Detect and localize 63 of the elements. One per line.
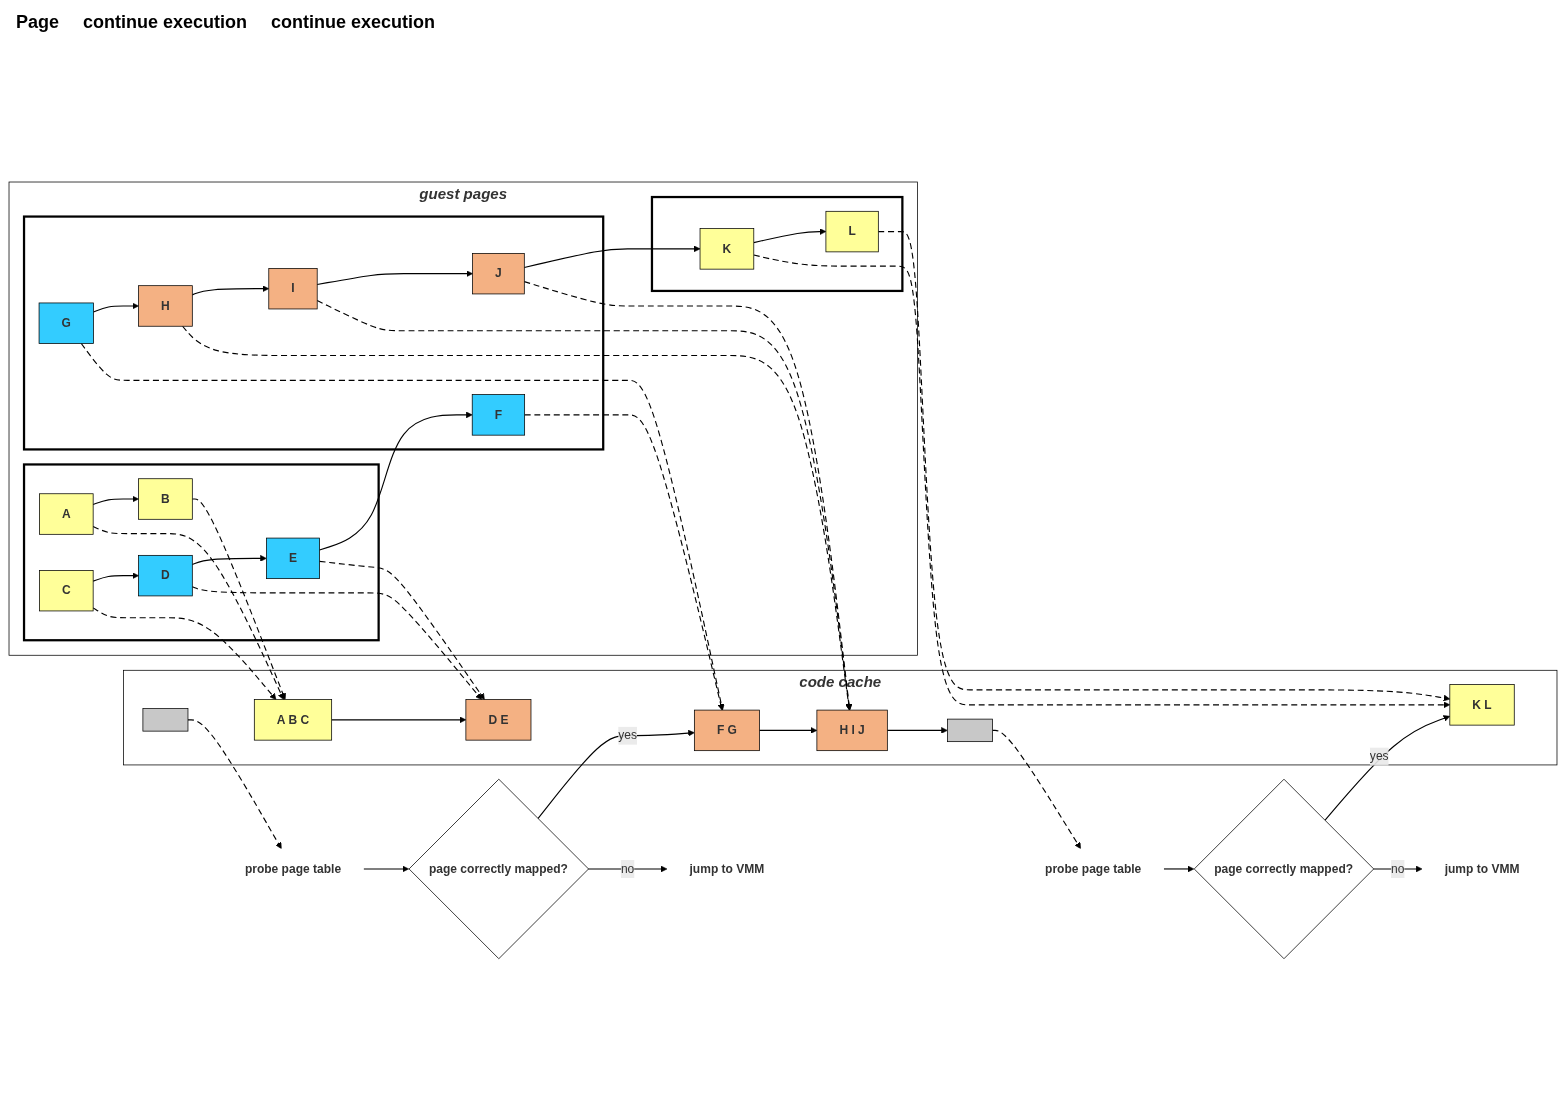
- arrow: [1163, 865, 1195, 872]
- cluster: [650, 195, 904, 292]
- node-bar: [142, 707, 189, 732]
- arrow: [523, 280, 853, 711]
- node-box: [816, 709, 888, 751]
- node-box: [471, 393, 525, 436]
- arrow: [318, 560, 485, 700]
- arrow: [318, 411, 473, 551]
- arrow: [758, 726, 818, 734]
- arrow: [92, 571, 139, 582]
- arrow: [191, 585, 482, 700]
- node-text: probe page table: [1045, 861, 1142, 875]
- node-box: [694, 709, 760, 751]
- arrow: [191, 498, 287, 700]
- note-text: continue execution: [271, 12, 436, 33]
- arrow: [191, 285, 270, 296]
- arrow: [187, 718, 282, 849]
- node-diamond: [1193, 778, 1375, 959]
- arrow: [877, 230, 1451, 701]
- edge-label: yes: [618, 728, 637, 742]
- node-box: [465, 698, 532, 741]
- arrow: [753, 254, 1451, 708]
- arrow: [363, 865, 409, 872]
- arrow: [92, 302, 139, 313]
- node-box: [39, 569, 94, 611]
- node-box: [39, 493, 94, 535]
- arrow: [753, 227, 827, 243]
- node-box: [266, 537, 320, 579]
- node-text: jump to VMM: [1444, 861, 1520, 875]
- note-text: Page: [16, 12, 60, 33]
- node-box: [38, 302, 94, 344]
- node-box: [699, 227, 755, 270]
- node-box: [138, 554, 193, 596]
- node-text: probe page table: [244, 861, 342, 875]
- node-bar: [947, 718, 993, 742]
- cluster: [22, 215, 605, 451]
- node-text: jump to VMM: [689, 861, 765, 875]
- node-box: [268, 267, 318, 309]
- arrow: [537, 729, 695, 819]
- arrow: [1324, 714, 1451, 821]
- node-box: [138, 284, 193, 327]
- arrow: [92, 606, 277, 700]
- arrow: [316, 270, 473, 285]
- arrow: [991, 729, 1081, 849]
- edge-label: no: [620, 861, 635, 875]
- node-box: [825, 210, 879, 252]
- edge-label: no: [1391, 861, 1405, 875]
- node-box: [253, 698, 333, 741]
- node-box: [472, 252, 525, 294]
- node-box: [1449, 683, 1515, 726]
- arrow: [886, 726, 948, 734]
- arrow: [523, 245, 701, 268]
- arrow: [92, 525, 285, 700]
- node-diamond: [408, 778, 589, 959]
- edge-label: yes: [1369, 749, 1389, 763]
- arrow: [80, 342, 725, 711]
- arrow: [191, 554, 267, 565]
- node-box: [138, 478, 193, 520]
- note-text: continue execution: [83, 12, 248, 33]
- arrow: [587, 865, 668, 872]
- cluster: [22, 462, 380, 641]
- arrow: [331, 716, 467, 723]
- arrow: [92, 495, 139, 505]
